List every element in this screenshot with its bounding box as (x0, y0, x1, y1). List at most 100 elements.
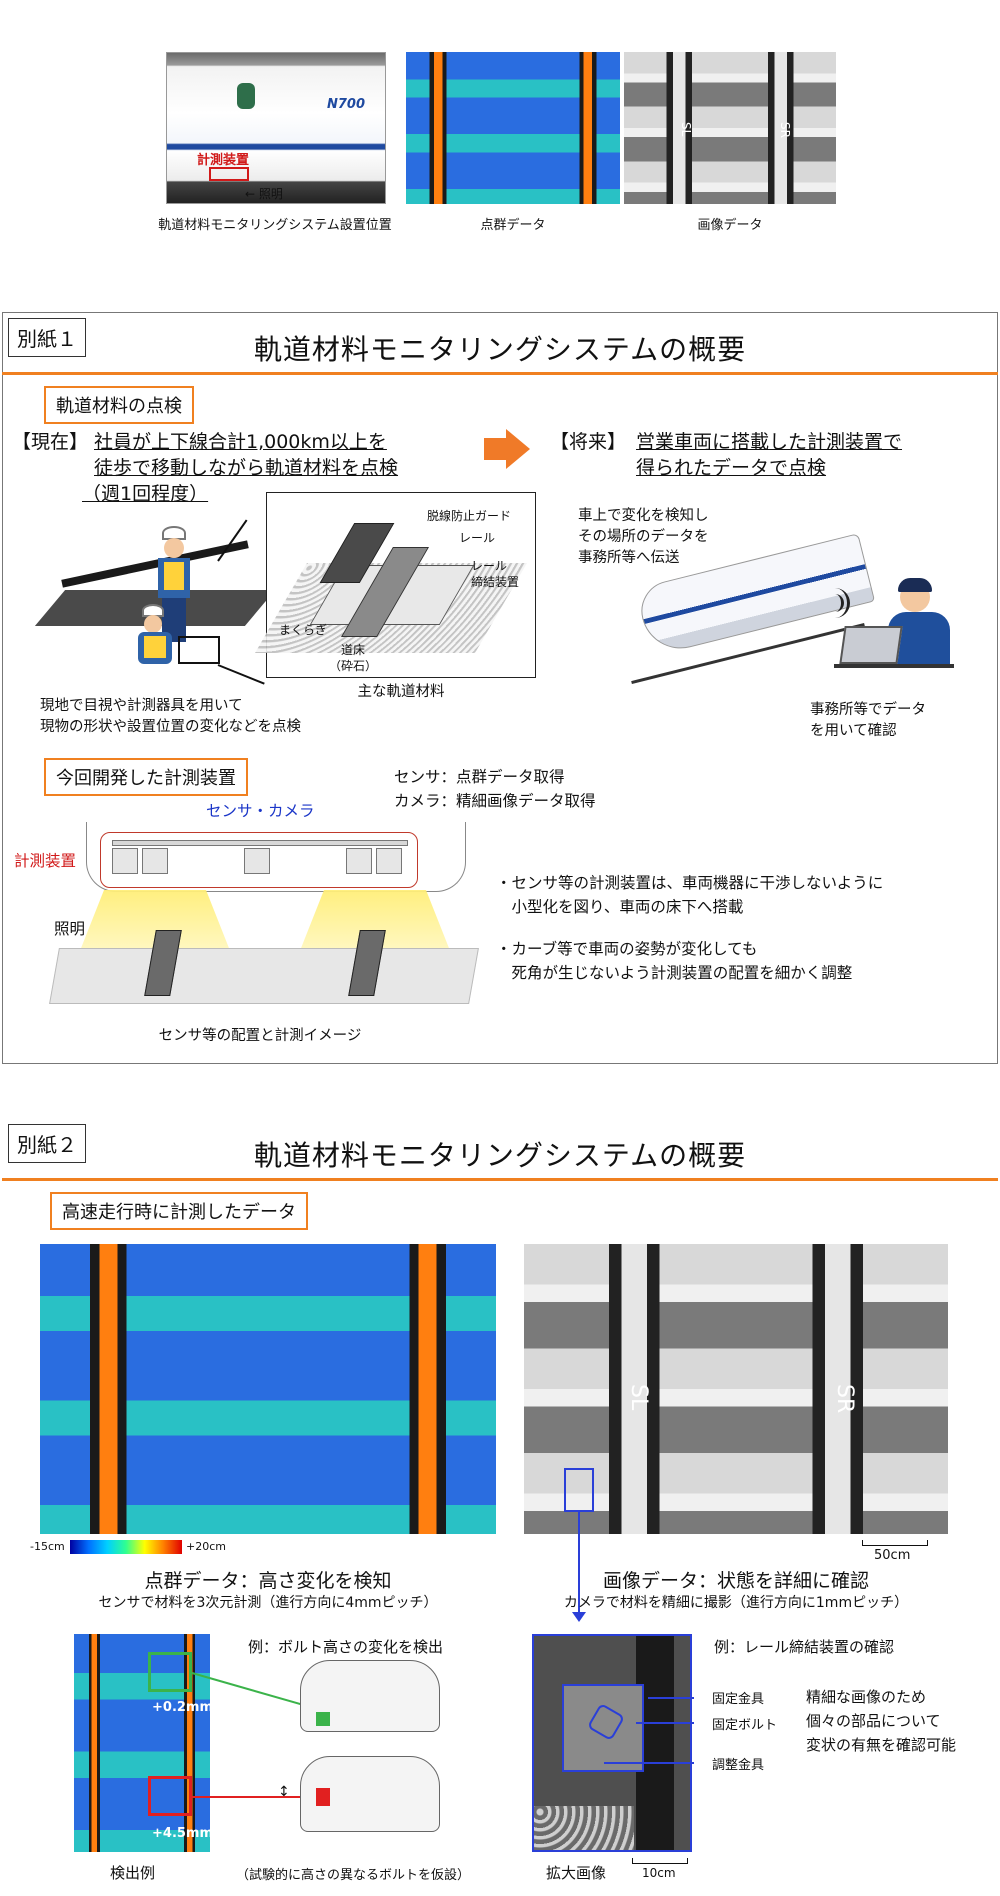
part-ballast-1: 道床 (341, 643, 366, 657)
office-desk (834, 664, 954, 668)
sensor-unit-1 (112, 848, 138, 874)
zoom-ballast (534, 1806, 634, 1850)
detail-desc-3: 変状の有無を確認可能 (806, 1736, 957, 1754)
parts-diagram-frame: 脱線防止ガード レール レール 締結装置 まくらぎ 道床 （砕石） (255, 492, 536, 678)
train-label-device: 計測装置 (197, 153, 250, 168)
detect-caption: 検出例 (110, 1864, 156, 1882)
link-arrow-line (578, 1512, 580, 1616)
rail-mark-sl: SL (679, 122, 693, 137)
image-data-large: SL SR (524, 1244, 948, 1534)
now-label: 【現在】 (12, 431, 89, 453)
large-rail-mark-sl: SL (626, 1384, 651, 1411)
box-high-speed-data: 高速走行時に計測したデータ (50, 1192, 308, 1230)
scale-10-bar (632, 1858, 688, 1864)
future-label: 【将来】 (550, 431, 627, 453)
box-inspection: 軌道材料の点検 (44, 386, 194, 424)
office-desc-2: を用いて確認 (810, 723, 897, 739)
bullet-2-line-1: ・カーブ等で車両の姿勢が変化しても (496, 940, 758, 958)
ex-1: 例：ボルト高さの変化を検出 (248, 1638, 444, 1656)
pointer-fixed-bolt (636, 1722, 694, 1724)
track-bed (49, 948, 479, 1004)
sensor-unit-3 (244, 848, 270, 874)
sensor-line: センサ：点群データ取得 (394, 768, 565, 786)
sheet-2-tag: 別紙２ (8, 1124, 86, 1163)
red-connector (192, 1796, 322, 1798)
now-desc-1: 現地で目視や計測器具を用いて (40, 698, 243, 714)
pointer-adjust (604, 1762, 694, 1764)
parts-caption: 主な軌道材料 (357, 684, 445, 700)
rail-mark-sr: SR (778, 122, 792, 138)
sheet-2-title: 軌道材料モニタリングシステムの概要 (253, 1139, 747, 1172)
part-label-fixed-bolt: 固定ボルト (712, 1718, 778, 1733)
part-label-fixed-fitting: 固定金具 (712, 1692, 765, 1707)
now-line-3: （週1回程度） (82, 483, 209, 505)
green-box (148, 1652, 192, 1692)
height-scale-bar (70, 1540, 182, 1554)
device-bar (112, 840, 408, 846)
light-label: 照明 (54, 920, 86, 938)
large-rail-mark-sr: SR (832, 1384, 857, 1414)
part-fastener-2: 締結装置 (471, 575, 520, 589)
detail-desc-1: 精細な画像のため (806, 1688, 927, 1706)
camera-line: カメラ：精細画像データ取得 (394, 792, 596, 810)
bolt-red (316, 1788, 330, 1806)
train-device-box (209, 167, 249, 181)
ex-2: 例：レール締結装置の確認 (714, 1638, 895, 1656)
part-label-adjust: 調整金具 (712, 1758, 765, 1773)
future-line-1: 営業車両に搭載した計測装置で (636, 431, 903, 453)
zoom-plate (562, 1684, 644, 1772)
highlight-fastener (564, 1468, 594, 1512)
orange-arrow-icon (506, 429, 530, 469)
future-desc-1: 車上で変化を検知し (578, 508, 709, 524)
device-label: 計測装置 (14, 852, 77, 870)
now-line-1: 社員が上下線合計1,000km以上を (94, 431, 387, 453)
detect-note: （試験的に高さの異なるボルトを仮設） (236, 1868, 471, 1883)
device-frame (100, 832, 418, 888)
img-sub: カメラで材料を精細に撮影（進行方向に1mmピッチ） (563, 1595, 909, 1611)
signal-wave-icon-2 (826, 594, 844, 612)
zoom-caption: 拡大画像 (546, 1864, 607, 1882)
train-label-light: ← 照明 (245, 187, 283, 201)
val-1: +0.2mm (152, 1700, 214, 1715)
future-line-2: 得られたデータで点検 (636, 457, 827, 479)
part-ballast-2: （砕石） (329, 659, 378, 673)
pc-sub: センサで材料を3次元計測（進行方向に4mmピッチ） (98, 1595, 438, 1611)
red-box (148, 1776, 192, 1816)
part-rail: レール (459, 531, 496, 545)
sheet-2-divider (2, 1178, 998, 1181)
sheet-1 (2, 312, 998, 1064)
pc-title: 点群データ：高さ変化を検知 (144, 1570, 392, 1592)
sheet-1-tag: 別紙１ (8, 318, 86, 357)
scale-50-bar (862, 1540, 928, 1546)
image-data-thumb: SL SR (624, 52, 836, 204)
future-desc-2: その場所のデータを (578, 529, 709, 545)
sheet-1-title: 軌道材料モニタリングシステムの概要 (253, 333, 747, 366)
train-logo: N700 (327, 97, 366, 112)
worker-vest-2 (144, 636, 166, 658)
laptop-icon (839, 626, 903, 664)
zoom-image-frame (532, 1634, 692, 1852)
part-sleeper: まくらぎ (279, 623, 328, 637)
sheet-1-divider (2, 372, 998, 375)
bullet-1-line-2: 小型化を図り、車両の床下へ搭載 (496, 898, 744, 916)
scale-50-label: 50cm (874, 1548, 911, 1563)
train-window (237, 83, 255, 109)
worker-head-2 (144, 615, 162, 633)
sensor-camera-label: センサ・カメラ (206, 802, 315, 820)
office-desc-1: 事務所等でデータ (810, 702, 926, 718)
worker-head-1 (164, 538, 184, 558)
sensor-unit-5 (376, 848, 402, 874)
orange-arrow-body (484, 438, 506, 460)
future-desc-3: 事務所等へ伝送 (578, 550, 680, 566)
part-guard: 脱線防止ガード (427, 509, 512, 523)
car-body-outline (86, 822, 466, 892)
now-line-2: 徒歩で移動しながら軌道材料を点検 (94, 457, 399, 479)
caption-point-cloud: 点群データ (480, 218, 546, 233)
pointer-fixed-fitting (648, 1697, 694, 1699)
val-2: +4.5mm (152, 1826, 214, 1841)
diagram-caption: センサ等の配置と計測イメージ (158, 1028, 362, 1044)
img-title: 画像データ：状態を詳細に確認 (602, 1570, 869, 1592)
signal-wave-icon (820, 588, 850, 618)
part-fastener-1: レール (471, 559, 508, 573)
scale-10-label: 10cm (642, 1866, 676, 1880)
